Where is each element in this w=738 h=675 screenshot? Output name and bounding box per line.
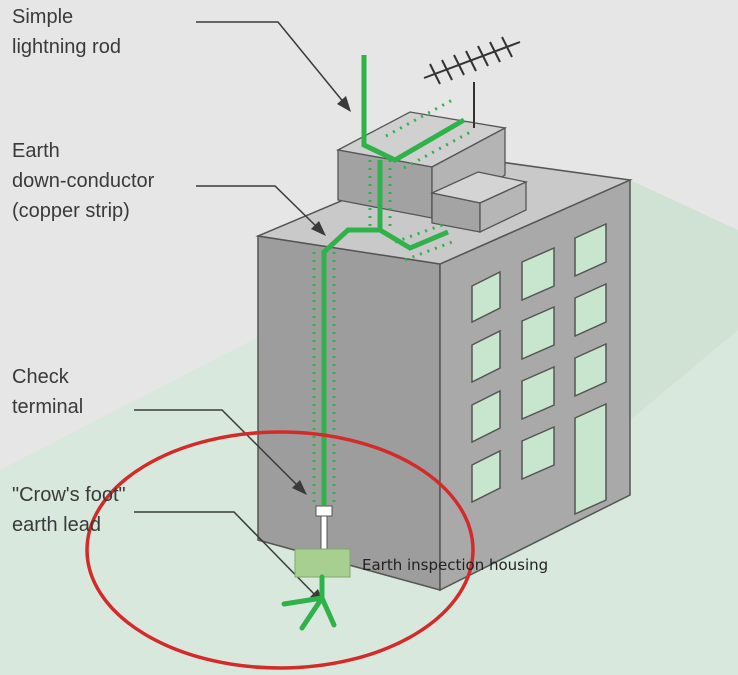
label-lightning-rod: Simple lightning rod [12, 6, 121, 58]
roof-box2-right [479, 180, 527, 234]
building-shadow [630, 180, 738, 420]
highlight-circle [85, 430, 475, 670]
label-crows-foot: "Crow's foot" earth lead [12, 484, 126, 536]
down-conductor [312, 55, 475, 505]
tv-antenna [423, 36, 521, 128]
windows [471, 222, 607, 516]
label-down-conductor: Earth down-conductor (copper strip) [12, 140, 155, 222]
crows-foot-earth-lead [281, 574, 337, 631]
check-terminal [315, 505, 333, 517]
check-terminal-stem [320, 515, 328, 551]
leader-lines [134, 21, 346, 599]
label-earth-inspection-housing: Earth inspection housing [362, 556, 549, 574]
label-check-terminal: Check terminal [12, 366, 84, 418]
building-left-face [257, 235, 441, 591]
earth-inspection-housing-box [294, 548, 351, 578]
